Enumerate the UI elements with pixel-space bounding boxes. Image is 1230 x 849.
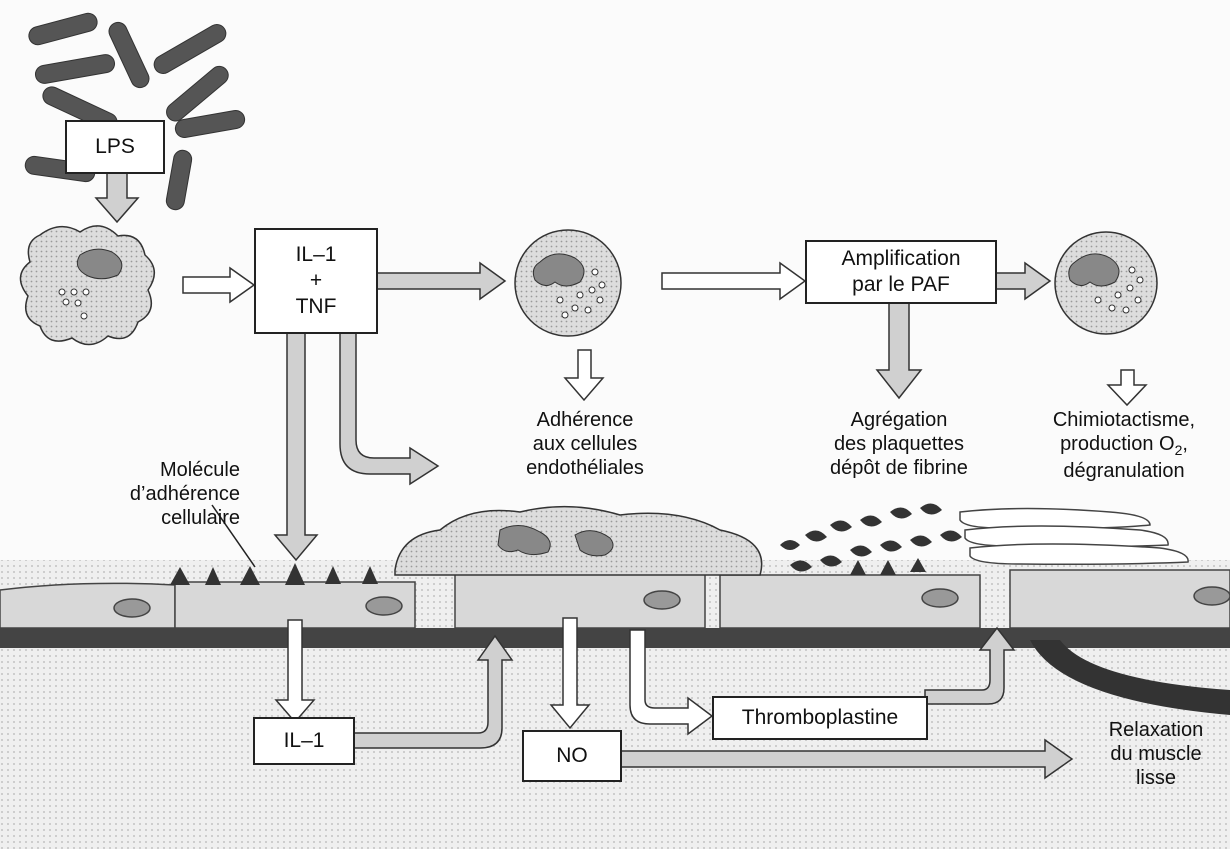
adherence-caption: Adhérence aux cellules endothéliales — [480, 408, 690, 480]
il1-tnf-line1: IL–1 — [296, 242, 337, 268]
agregation-line3: dépôt de fibrine — [790, 456, 1008, 480]
adherence-line1: Adhérence — [480, 408, 690, 432]
relaxation-line1: Relaxation — [1082, 718, 1230, 742]
paf-line1: Amplification — [841, 246, 960, 272]
paf-box: Amplification par le PAF — [805, 240, 997, 304]
adherence-line2: aux cellules — [480, 432, 690, 456]
adherence-line3: endothéliales — [480, 456, 690, 480]
thromboplastine-box: Thromboplastine — [712, 696, 928, 740]
chimio-production: production O — [1060, 433, 1175, 455]
lps-label: LPS — [95, 134, 135, 160]
relaxation-line3: lisse — [1082, 766, 1230, 790]
molecule-line2: d’adhérence — [50, 482, 240, 506]
il1-tnf-line3: TNF — [296, 294, 337, 320]
macrophage-cell — [20, 226, 154, 345]
no-label: NO — [556, 743, 588, 769]
chimio-comma: , — [1182, 433, 1188, 455]
thromboplastine-label: Thromboplastine — [742, 705, 898, 731]
lps-box: LPS — [65, 120, 165, 174]
agregation-line2: des plaquettes — [790, 432, 1008, 456]
chimio-line3: dégranulation — [1018, 459, 1230, 483]
il1-label: IL–1 — [284, 728, 325, 754]
molecule-line1: Molécule — [50, 458, 240, 482]
molecule-line3: cellulaire — [50, 506, 240, 530]
il1-box: IL–1 — [253, 717, 355, 765]
chimio-line1: Chimiotactisme, — [1018, 408, 1230, 432]
relaxation-line2: du muscle — [1082, 742, 1230, 766]
agregation-line1: Agrégation — [790, 408, 1008, 432]
molecule-caption: Molécule d’adhérence cellulaire — [50, 458, 240, 530]
agregation-caption: Agrégation des plaquettes dépôt de fibri… — [790, 408, 1008, 480]
relaxation-caption: Relaxation du muscle lisse — [1082, 718, 1230, 790]
no-box: NO — [522, 730, 622, 782]
chimio-line2: production O2, — [1018, 432, 1230, 459]
il1-tnf-box: IL–1 + TNF — [254, 228, 378, 334]
paf-line2: par le PAF — [852, 272, 950, 298]
il1-tnf-line2: + — [310, 268, 322, 294]
chimio-caption: Chimiotactisme, production O2, dégranula… — [1018, 408, 1230, 483]
